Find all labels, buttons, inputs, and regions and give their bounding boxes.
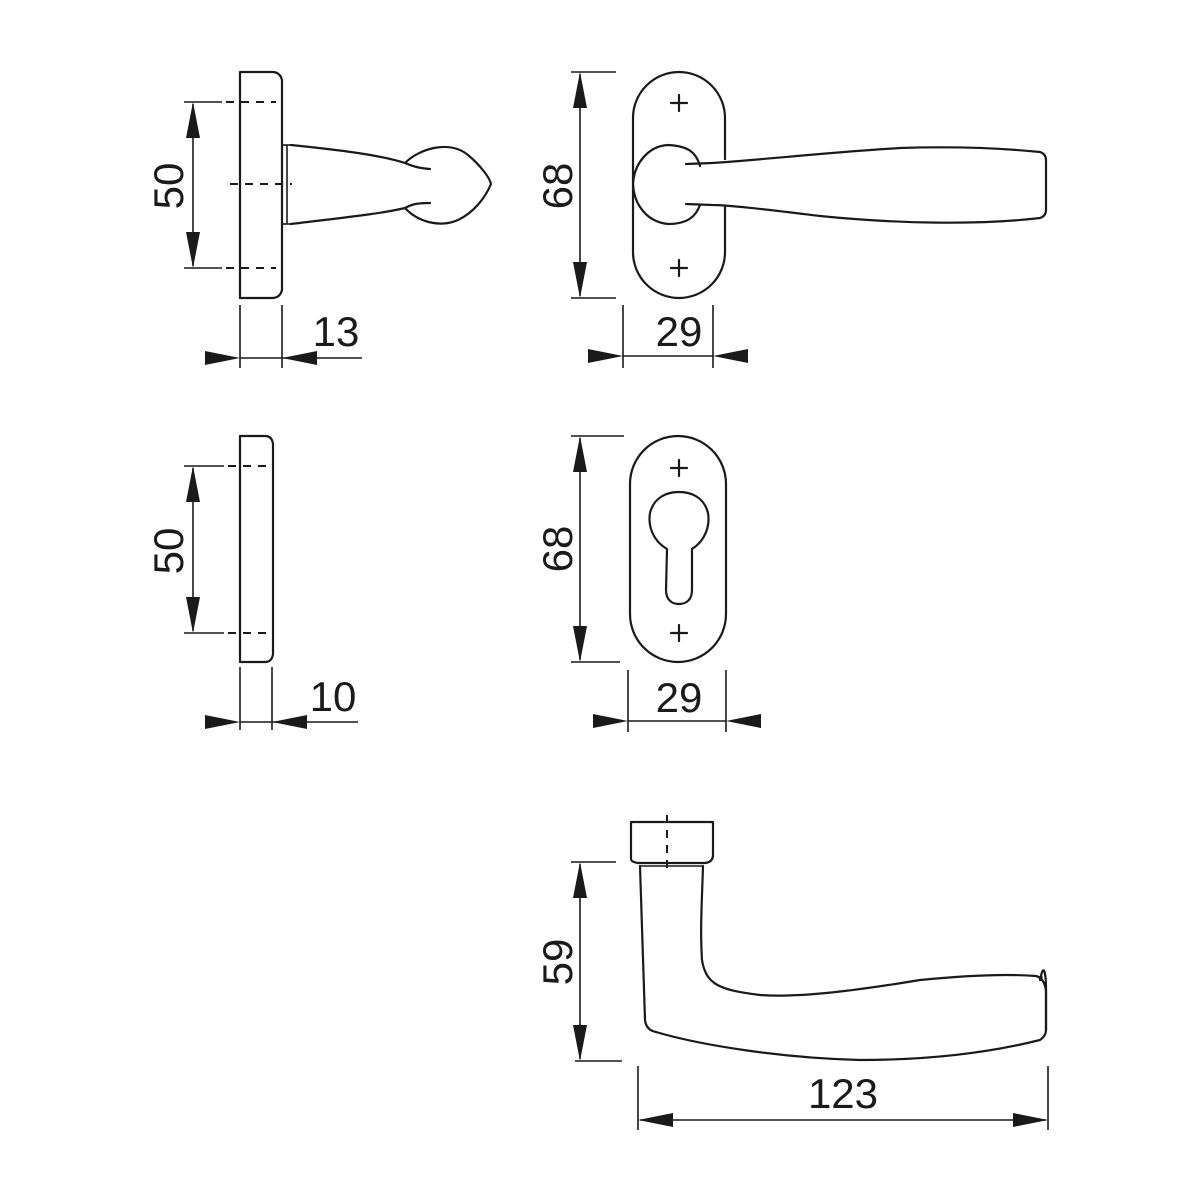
- dim-height-label: 68: [534, 163, 581, 210]
- view-lever-top: 59 123: [534, 815, 1049, 1130]
- lever-body-outline: [638, 864, 1048, 1062]
- escutcheon-plate-outline: [238, 434, 275, 664]
- view-handle-rose-side: 50 13: [145, 70, 493, 368]
- view-escutcheon-front: 68 29: [534, 434, 761, 732]
- hub-outline: [631, 143, 702, 226]
- rose-plate-outline: [238, 70, 284, 300]
- dim-width-label: 29: [656, 674, 703, 721]
- dim-length-label: 123: [808, 1070, 878, 1117]
- dim-thickness-label: 13: [313, 308, 360, 355]
- screw-mark-icon: [669, 258, 689, 278]
- handle-stem-outline: [289, 143, 493, 226]
- view-handle-rose-front: 68 29: [534, 70, 1048, 368]
- rose-cap-outline: [629, 820, 715, 865]
- dim-height-label: 50: [145, 528, 192, 575]
- keyhole-icon: [648, 490, 710, 606]
- screw-mark-icon: [669, 93, 689, 113]
- screw-mark-icon: [669, 458, 689, 478]
- screw-mark-icon: [669, 623, 689, 643]
- dim-projection-label: 59: [534, 939, 581, 986]
- dim-height-label: 68: [534, 526, 581, 573]
- oval-escutcheon-outline: [628, 434, 728, 664]
- dim-thickness-label: 10: [310, 673, 357, 720]
- lever-outline: [684, 146, 1048, 224]
- dim-height-label: 50: [145, 163, 192, 210]
- view-escutcheon-side: 50 10: [145, 434, 358, 730]
- dim-width-label: 29: [656, 308, 703, 355]
